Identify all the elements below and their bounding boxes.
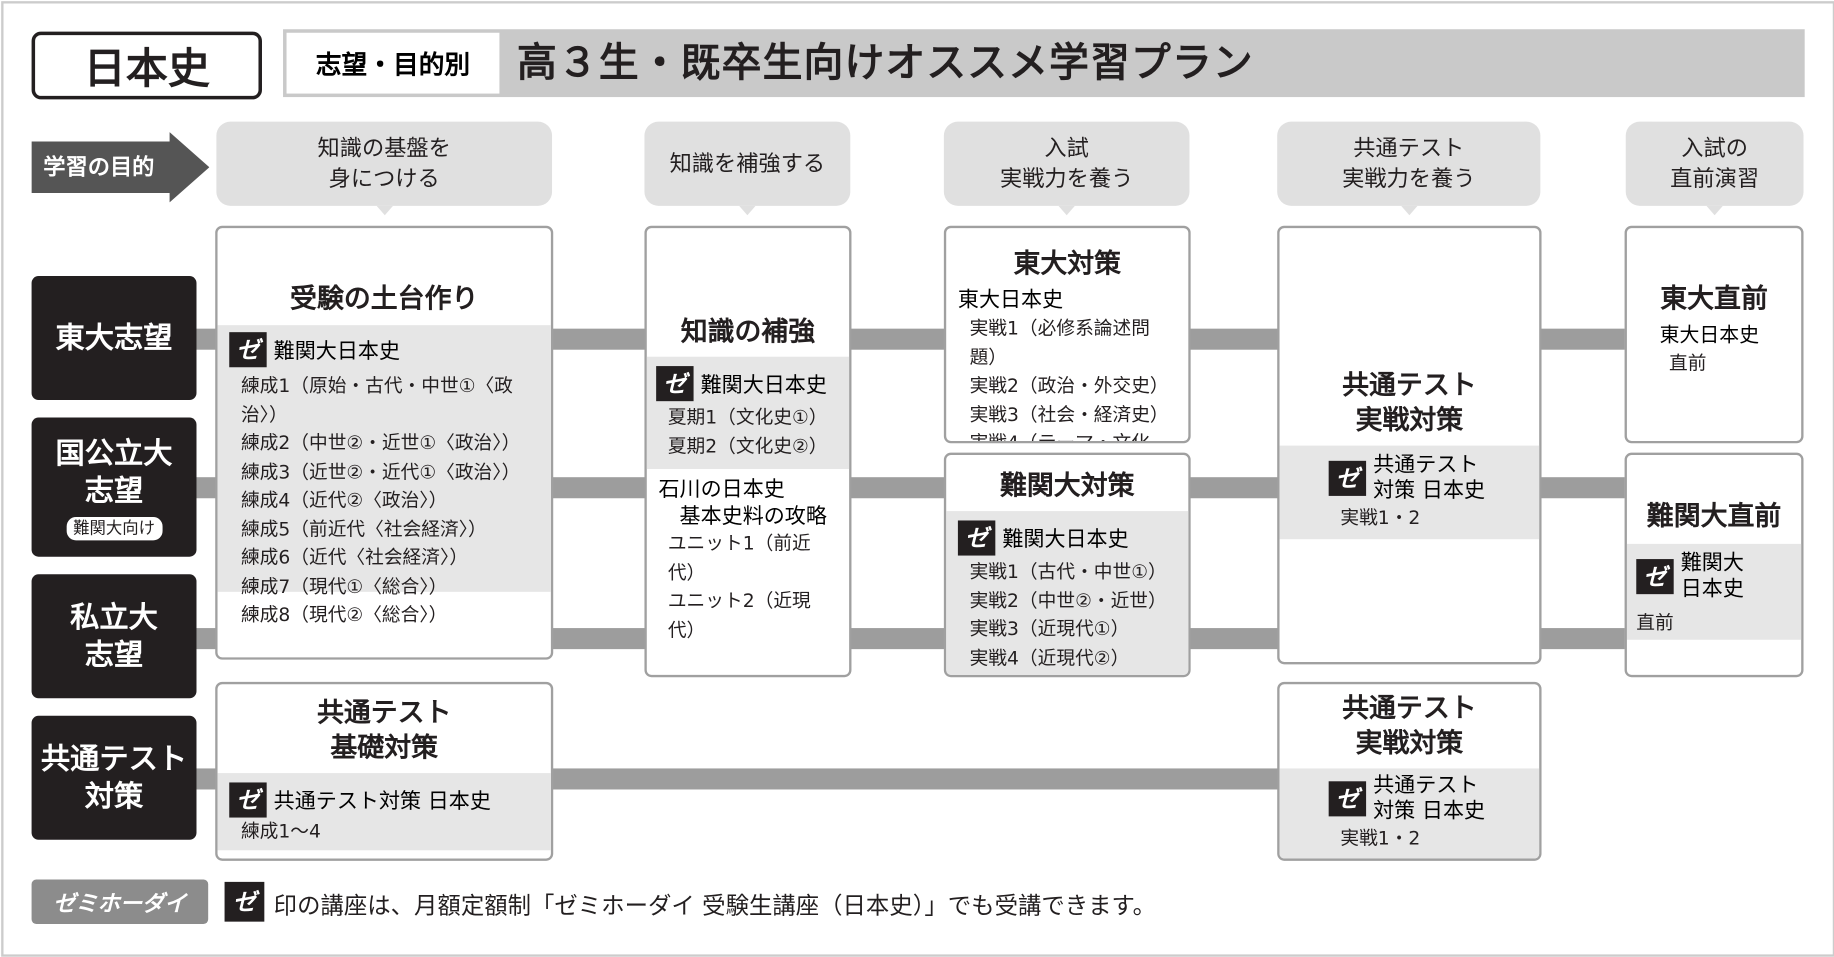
book-title: 石川の日本史 基本史料の攻略 bbox=[658, 477, 827, 529]
course-label: 共通テスト 対策 日本史 bbox=[1373, 452, 1486, 503]
course-label: 難関大日本史 bbox=[1002, 527, 1129, 553]
ze-icon: ゼ bbox=[229, 782, 267, 818]
box-title: 難関大直前 bbox=[1646, 501, 1782, 533]
goal-label: 共通テスト 対策 bbox=[40, 741, 188, 813]
box-title: 受験の土台作り bbox=[290, 284, 479, 315]
page-title: 高３生・既卒生向けオススメ学習プラン bbox=[516, 39, 1254, 87]
course-label: 難関大日本史 bbox=[700, 373, 827, 398]
goal-national: 国公立大 志望難関大向け bbox=[31, 417, 197, 557]
list-item: 実戦1（古代・中世①） bbox=[969, 560, 1167, 583]
ze-icon: ゼ bbox=[1328, 460, 1367, 496]
list-item: 実戦4（近現代②） bbox=[969, 646, 1130, 669]
purpose-exam-practice: 入試 実戦力を養う bbox=[943, 121, 1190, 216]
course-label: 共通テスト対策 日本史 bbox=[273, 789, 491, 815]
purpose-common-test: 共通テスト 実戦力を養う bbox=[1277, 121, 1541, 216]
course-label: 東大日本史 bbox=[1659, 323, 1760, 348]
list-item: 実戦2（中世②・近世） bbox=[969, 588, 1167, 612]
goal-common-test: 共通テスト 対策 bbox=[31, 715, 197, 840]
list-item: 実戦1（必修系論述問題） bbox=[969, 316, 1150, 368]
ze-icon: ゼ bbox=[224, 881, 265, 922]
box-common-practice: 共通テスト 実戦対策 ゼ共通テスト 対策 日本史 実戦1・2 bbox=[1277, 225, 1542, 665]
list-item: 実戦3（近現代①） bbox=[969, 617, 1130, 640]
purpose-reinforce: 知識を補強する bbox=[644, 121, 851, 216]
box-nankan-final: 難関大直前 ゼ難関大 日本史 直前 bbox=[1624, 452, 1804, 678]
box-title: 共通テスト 実戦対策 bbox=[1342, 370, 1477, 437]
box-title: 東大直前 bbox=[1660, 284, 1768, 315]
box-todai-final: 東大直前 東大日本史 直前 bbox=[1624, 225, 1804, 444]
box-title: 難関大対策 bbox=[1000, 471, 1135, 502]
list-item: 練成4（近代②〈政治〉） bbox=[240, 488, 448, 512]
goal-label: 東大志望 bbox=[55, 320, 173, 355]
box-title: 知識の補強 bbox=[680, 316, 816, 348]
ze-icon: ゼ bbox=[957, 520, 996, 556]
ze-icon: ゼ bbox=[229, 332, 267, 368]
list-item: 実戦2（政治・外交史） bbox=[969, 374, 1169, 397]
box-todai: 東大対策 東大日本史 実戦1（必修系論述問題） 実戦2（政治・外交史） 実戦3（… bbox=[943, 225, 1191, 444]
course-label: 共通テスト 対策 日本史 bbox=[1373, 773, 1486, 824]
list-item: 練成1～4 bbox=[240, 819, 321, 843]
course-name: ゼ難関大日本史 bbox=[229, 332, 539, 368]
list-item: 夏期1（文化史①） bbox=[667, 405, 828, 429]
purpose-label: 学習の目的 bbox=[43, 154, 155, 181]
box-foundation: 受験の土台作り ゼ難関大日本史 練成1（原始・古代・中世①〈政治〉） 練成2（中… bbox=[215, 225, 554, 660]
box-title: 東大対策 bbox=[1013, 249, 1122, 280]
list-item: 実戦1・2 bbox=[1340, 506, 1421, 529]
ze-icon: ゼ bbox=[656, 366, 694, 402]
goal-badge: 難関大向け bbox=[66, 516, 162, 540]
list-item: 実戦4（テーマ・文化史） bbox=[969, 431, 1150, 444]
goal-label: 私立大 志望 bbox=[70, 600, 158, 672]
list-item: 練成5（前近代〈社会経済〉） bbox=[240, 517, 487, 540]
list-item: 練成8（現代②〈総合〉） bbox=[240, 603, 448, 626]
header-subtitle: 志望・目的別 bbox=[286, 32, 500, 94]
list-item: 実戦3（社会・経済史） bbox=[969, 402, 1169, 426]
goal-label: 国公立大 志望 bbox=[55, 435, 173, 508]
zemihodai-logo: ゼミホーダイ bbox=[31, 879, 209, 924]
path-line-private bbox=[196, 628, 1625, 650]
purpose-arrow: 学習の目的 bbox=[31, 132, 210, 203]
box-title: 共通テスト 実戦対策 bbox=[1342, 693, 1477, 760]
list-item: 直前 bbox=[1636, 611, 1674, 634]
list-item: 練成1（原始・古代・中世①〈政治〉） bbox=[240, 374, 513, 426]
course-label: 難関大 日本史 bbox=[1680, 550, 1744, 602]
box-nankan: 難関大対策 ゼ難関大日本史 実戦1（古代・中世①） 実戦2（中世②・近世） 実戦… bbox=[943, 452, 1191, 678]
path-line-national bbox=[196, 477, 1625, 499]
ze-icon: ゼ bbox=[1636, 559, 1674, 595]
path-line-todai bbox=[196, 328, 1625, 350]
purpose-final: 入試の 直前演習 bbox=[1625, 121, 1804, 216]
list-item: ユニット2（近現代） bbox=[667, 589, 811, 641]
box-reinforce: 知識の補強 ゼ難関大日本史 夏期1（文化史①） 夏期2（文化史②） 石川の日本史… bbox=[644, 225, 852, 678]
list-item: ユニット1（前近代） bbox=[667, 532, 811, 584]
box-common-basic: 共通テスト 基礎対策 ゼ共通テスト対策 日本史 練成1～4 bbox=[215, 681, 554, 861]
box-common-practice-2: 共通テスト 実戦対策 ゼ共通テスト 対策 日本史 実戦1・2 bbox=[1277, 681, 1542, 861]
course-label: 東大日本史 bbox=[957, 287, 1064, 313]
ze-icon: ゼ bbox=[1328, 781, 1367, 817]
list-item: 夏期2（文化史②） bbox=[667, 434, 828, 457]
box-title: 共通テスト 基礎対策 bbox=[316, 698, 452, 764]
list-item: 練成6（近代〈社会経済〉） bbox=[240, 546, 469, 569]
list-item: 練成3（近世②・近代①〈政治〉） bbox=[240, 460, 521, 483]
goal-private: 私立大 志望 bbox=[31, 574, 197, 699]
footer-note: 印の講座は、月額定額制「ゼミホーダイ 受験生講座（日本史）」でも受講できます。 bbox=[273, 891, 1156, 920]
list-item: 実戦1・2 bbox=[1340, 826, 1421, 850]
arrow-shape-icon bbox=[31, 132, 210, 203]
list-item: 練成7（現代①〈総合〉） bbox=[240, 574, 448, 598]
goal-todai: 東大志望 bbox=[31, 276, 197, 401]
subject-title: 日本史 bbox=[31, 31, 262, 100]
course-label: 難関大日本史 bbox=[273, 339, 401, 364]
purpose-foundation: 知識の基盤を 身につける bbox=[216, 121, 553, 216]
header-band: 志望・目的別 高３生・既卒生向けオススメ学習プラン bbox=[283, 29, 1805, 98]
list-item: 直前 bbox=[1669, 352, 1707, 375]
list-item: 練成2（中世②・近世①〈政治〉） bbox=[240, 431, 521, 454]
